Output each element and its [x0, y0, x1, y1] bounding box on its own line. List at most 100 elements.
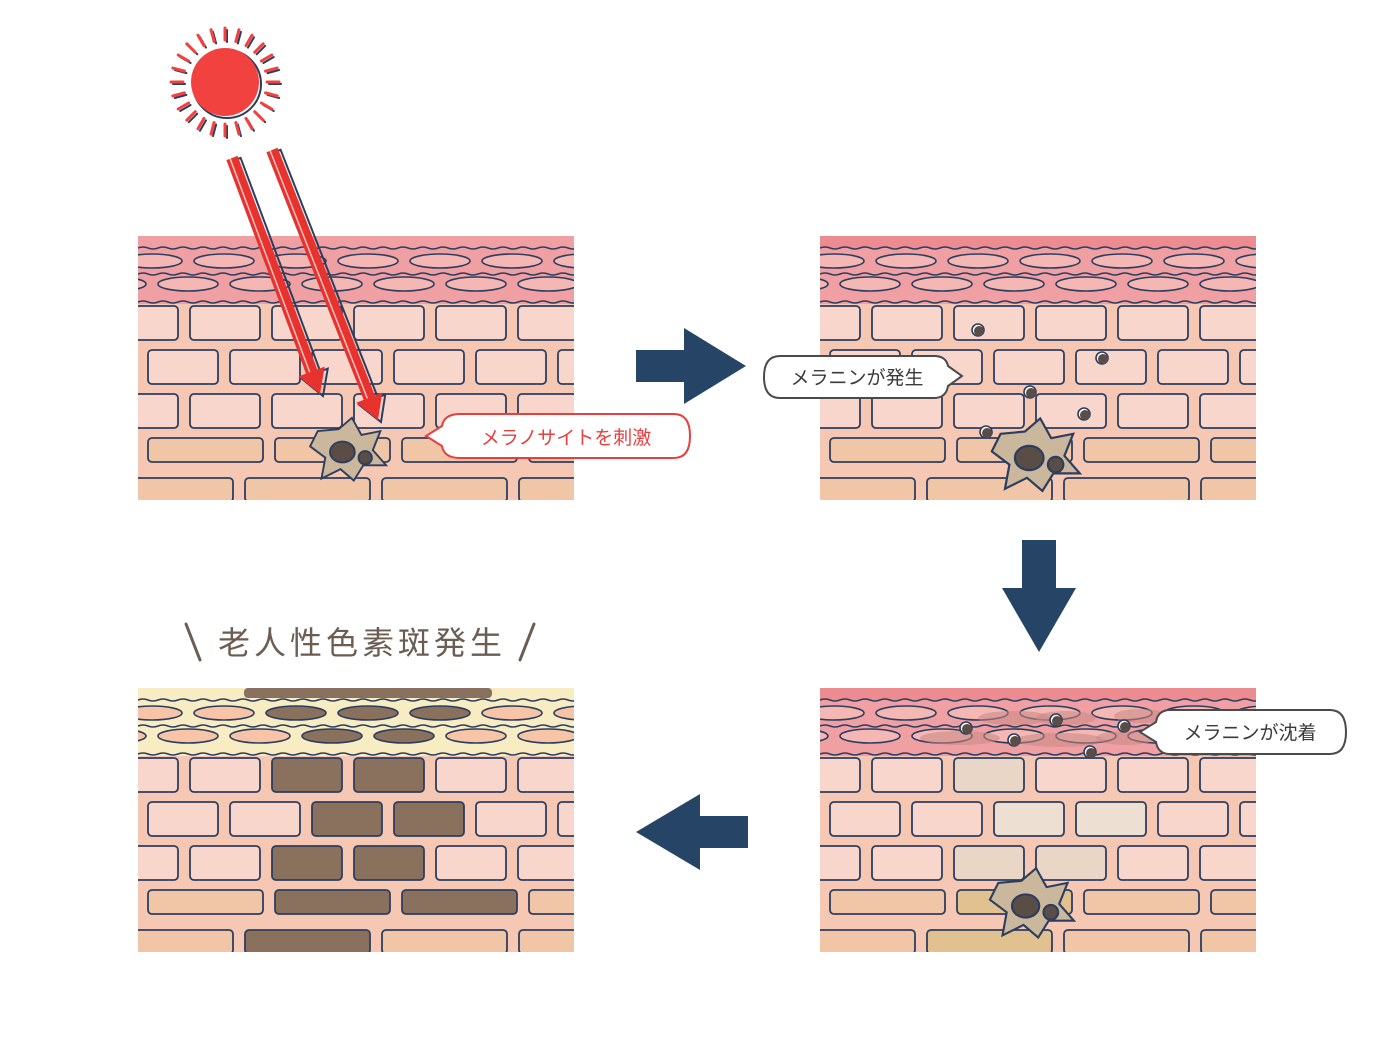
- cell-brick: [66, 802, 136, 836]
- cell-oval: [947, 253, 1009, 269]
- cell-brick: [517, 845, 574, 881]
- spot-title-text: 老人性色素斑発生: [218, 624, 506, 662]
- cell-brick: [353, 305, 425, 341]
- cell-brick: [271, 845, 343, 881]
- cell-brick: [1199, 845, 1256, 881]
- melanin-granule-icon: [1077, 407, 1091, 421]
- cell-oval: [553, 705, 574, 721]
- cell-brick: [953, 305, 1025, 341]
- bubble-stimulate: メラノサイトを刺激: [424, 413, 692, 459]
- cell-brick: [820, 393, 861, 429]
- pigment-spot: [244, 688, 492, 698]
- cell-oval: [193, 705, 255, 721]
- cell-brick: [829, 437, 946, 463]
- cell-brick: [871, 757, 943, 793]
- cell-brick: [475, 349, 547, 385]
- overlay-generate: [971, 323, 1109, 493]
- cell-brick: [1083, 437, 1200, 463]
- bubble-generate: メラニンが発生: [762, 355, 964, 399]
- cell-brick: [271, 393, 343, 429]
- cell-oval: [337, 253, 399, 269]
- cell-brick: [435, 757, 507, 793]
- cell-brick: [229, 349, 301, 385]
- flow-arrow-icon: [636, 328, 1076, 870]
- cell-brick: [748, 802, 818, 836]
- melanin-granule-icon: [1117, 719, 1131, 733]
- cell-brick: [138, 393, 179, 429]
- cell-brick: [1338, 930, 1400, 954]
- cell-brick: [600, 306, 670, 340]
- cell-brick: [381, 929, 508, 952]
- cell-brick: [1035, 305, 1107, 341]
- melanin-granule-icon: [1083, 745, 1097, 759]
- bubble-deposit-text: メラニンが沈着: [1183, 722, 1316, 744]
- cell-brick: [147, 801, 219, 837]
- cell-brick: [911, 801, 983, 837]
- cell-brick: [271, 757, 343, 793]
- cell-oval: [138, 705, 183, 721]
- cell-brick: [871, 393, 943, 429]
- cell-brick: [26, 394, 96, 428]
- cell-brick: [1063, 477, 1190, 500]
- cell-brick: [1282, 306, 1352, 340]
- cell-brick: [1210, 437, 1256, 463]
- cell-brick: [147, 437, 264, 463]
- cell-brick: [656, 478, 781, 502]
- melanin-deposit: [1016, 733, 1104, 747]
- cell-brick: [244, 929, 371, 952]
- cell-brick: [1117, 305, 1189, 341]
- cell-brick: [703, 438, 818, 462]
- arrow-down: [1002, 540, 1076, 652]
- cell-brick: [475, 801, 547, 837]
- cell-brick: [1075, 349, 1147, 385]
- cell-oval: [553, 253, 574, 269]
- cell-oval: [50, 706, 110, 720]
- cell-brick: [1117, 393, 1189, 429]
- cell-brick: [1364, 758, 1400, 792]
- cell-oval: [1091, 253, 1153, 269]
- cell-brick: [993, 349, 1065, 385]
- cell-brick: [1117, 845, 1189, 881]
- cell-brick: [189, 757, 261, 793]
- cell-oval: [409, 705, 471, 721]
- cell-brick: [311, 801, 383, 837]
- cell-brick: [1035, 757, 1107, 793]
- cell-brick: [829, 801, 901, 837]
- cell-brick: [138, 477, 234, 500]
- cell-brick: [1338, 478, 1400, 502]
- panel-spot: [50, 688, 574, 952]
- cell-brick: [653, 930, 778, 954]
- cell-oval: [820, 278, 829, 290]
- cell-oval: [732, 254, 792, 268]
- cell-brick: [1035, 845, 1107, 881]
- cell-brick: [871, 305, 943, 341]
- bubble-deposit: メラニンが沈着: [1138, 709, 1348, 755]
- cell-oval: [1235, 253, 1256, 269]
- cell-oval: [157, 276, 219, 292]
- cell-brick: [1239, 801, 1256, 837]
- cell-brick: [1199, 393, 1256, 429]
- cell-brick: [708, 306, 778, 340]
- cell-oval: [1127, 276, 1189, 292]
- cell-brick: [66, 350, 136, 384]
- cell-oval: [911, 276, 973, 292]
- cell-brick: [518, 929, 574, 952]
- cell-brick: [274, 889, 391, 915]
- cell-brick: [1199, 305, 1256, 341]
- cell-brick: [1200, 477, 1256, 500]
- cell-brick: [1282, 758, 1352, 792]
- cell-brick: [189, 305, 261, 341]
- cell-oval: [138, 278, 147, 290]
- cell-oval: [481, 253, 543, 269]
- cell-oval: [373, 276, 435, 292]
- cell-brick: [147, 349, 219, 385]
- cell-brick: [26, 306, 96, 340]
- cell-brick: [926, 477, 1053, 500]
- cell-brick: [21, 438, 136, 462]
- epidermis-top-layer: [138, 236, 574, 304]
- cell-brick: [953, 393, 1025, 429]
- cell-oval: [820, 730, 829, 742]
- cell-oval: [839, 728, 901, 744]
- cell-brick: [1063, 929, 1190, 952]
- cell-brick: [708, 846, 778, 880]
